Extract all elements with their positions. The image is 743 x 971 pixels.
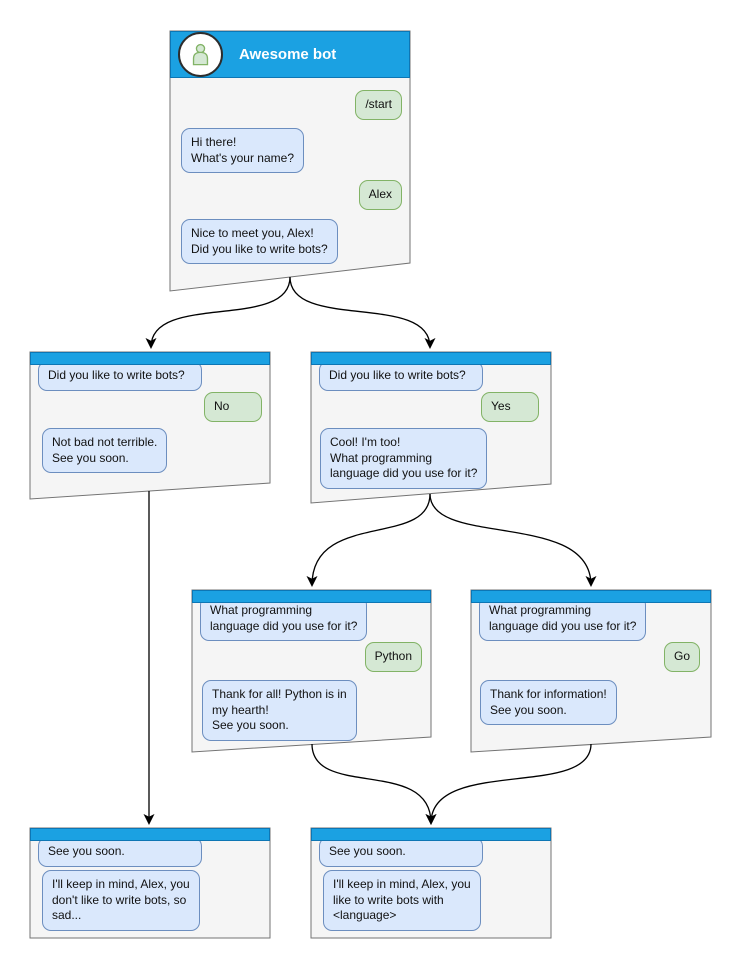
connector-root-to-branch-no [145,276,291,349]
person-icon [192,43,209,66]
chat-window-end-yes: See you soon. I'll keep in mind, Alex, y… [311,828,551,938]
window-header-strip [30,352,270,365]
connector-branch-yes-to-lang-go [429,493,597,587]
bot-message-bubble: Thank for information! See you soon. [480,680,617,725]
connector-lang-go-to-end-yes [425,743,592,825]
bot-message-bubble: Cool! I'm too! What programming language… [320,428,488,489]
chat-window-lang-go: What programming language did you use fo… [471,590,711,752]
bot-message-bubble: Not bad not terrible. See you soon. [42,428,168,473]
chat-window-root: Awesome bot /start Hi there! What's your… [170,31,410,291]
window-header-strip [311,828,551,841]
window-header-strip [311,352,551,365]
chat-window-branch-no: Did you like to write bots? No Not bad n… [30,352,270,499]
chat-window-lang-python: What programming language did you use fo… [192,590,431,752]
chat-window-branch-yes: Did you like to write bots? Yes Cool! I'… [311,352,551,503]
user-message-bubble: No [204,392,262,422]
bot-message-bubble: Nice to meet you, Alex! Did you like to … [181,219,338,264]
user-message-bubble: Yes [481,392,539,422]
chat-header: Awesome bot [170,31,410,78]
window-header-strip [471,590,711,603]
bot-message-bubble: I'll keep in mind, Alex, you don't like … [42,870,200,931]
user-message-bubble: /start [355,90,402,120]
bot-message-bubble: See you soon. [38,837,202,867]
window-header-strip [192,590,431,603]
chat-window-end-no: See you soon. I'll keep in mind, Alex, y… [30,828,270,938]
bot-message-bubble: Did you like to write bots? [319,361,483,391]
chat-title: Awesome bot [239,46,337,63]
connector-root-to-branch-yes [289,276,436,349]
connector-branch-yes-to-lang-python [306,493,431,587]
user-message-bubble: Alex [358,180,402,210]
connector-lang-python-to-end-yes [311,743,437,825]
bot-message-bubble: See you soon. [319,837,483,867]
bot-message-bubble: Did you like to write bots? [38,361,202,391]
user-message-bubble: Python [364,642,422,672]
user-message-bubble: Go [663,642,700,672]
bot-avatar [178,32,223,77]
bot-message-bubble: I'll keep in mind, Alex, you like to wri… [323,870,481,931]
bot-message-bubble: Hi there! What's your name? [181,128,305,173]
bot-message-bubble: Thank for all! Python is in my hearth! S… [202,680,357,741]
bot-message-bubble: What programming language did you use fo… [479,596,647,641]
window-header-strip [30,828,270,841]
